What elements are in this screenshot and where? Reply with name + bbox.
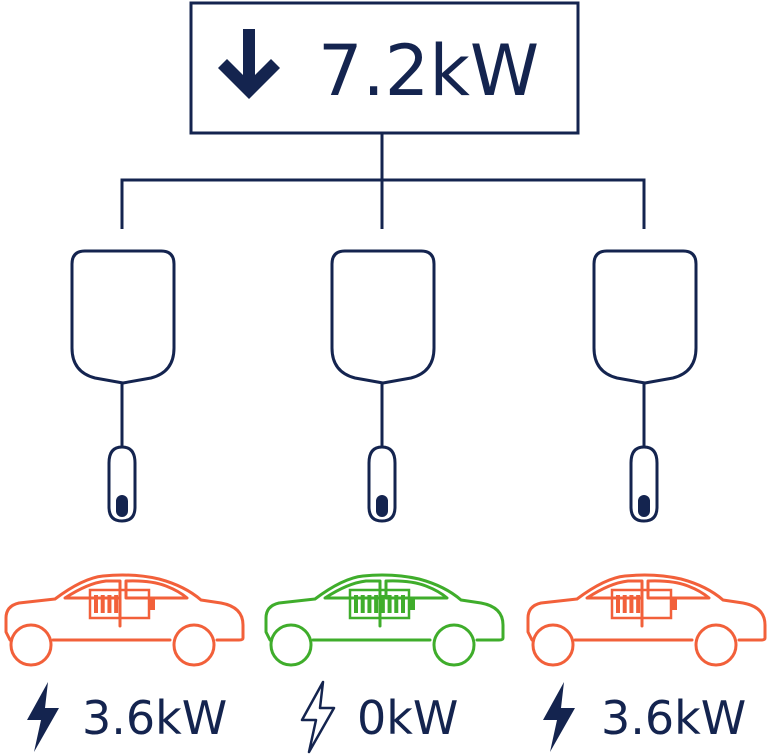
battery-level-bars-3 (616, 595, 641, 613)
car-2 (264, 573, 505, 667)
charger-station-3: 3.6kW (526, 249, 767, 752)
car-1 (4, 573, 245, 667)
charging-plug-3 (629, 445, 659, 523)
supply-power-label: 7.2kW (318, 30, 539, 112)
charger-2-power-label: 0kW (357, 691, 458, 745)
battery-bar (360, 595, 365, 613)
lightning-bolt-filled-icon (27, 682, 59, 752)
wall-charger-1 (70, 249, 176, 385)
charger-1-power-label: 3.6kW (82, 691, 227, 745)
battery-bar (616, 595, 620, 613)
lightning-bolt-filled-icon (543, 682, 575, 752)
battery-bar (100, 595, 105, 613)
battery-bar (367, 595, 372, 613)
battery-bar (107, 595, 112, 613)
battery-bar (380, 595, 385, 613)
arrow-down-icon (218, 29, 280, 99)
charging-plug-2 (367, 445, 397, 523)
charger-station-2: 0kW (264, 249, 505, 754)
car-3 (526, 573, 767, 667)
battery-bar (387, 595, 392, 613)
battery-icon-3 (610, 588, 677, 620)
battery-level-bars-1 (94, 595, 119, 613)
battery-bar (354, 595, 358, 613)
charger-station-1: 3.6kW (4, 249, 245, 752)
battery-icon-1 (88, 588, 155, 620)
battery-bar (374, 595, 379, 613)
battery-level-bars-2 (354, 595, 405, 613)
supply-box: 7.2kW (189, 1, 580, 135)
charger-3-power-label: 3.6kW (601, 691, 746, 745)
battery-bar (629, 595, 634, 613)
wall-charger-3 (592, 249, 698, 385)
battery-icon-2 (348, 588, 415, 620)
battery-bar (622, 595, 627, 613)
battery-bar (114, 595, 119, 613)
lightning-bolt-outline-icon (300, 680, 336, 754)
battery-bar (394, 595, 399, 613)
battery-bar (94, 595, 98, 613)
charging-plug-1 (107, 445, 137, 523)
distribution-lines (120, 133, 646, 229)
wall-charger-2 (330, 249, 436, 385)
battery-bar (636, 595, 641, 613)
battery-bar (401, 595, 405, 613)
